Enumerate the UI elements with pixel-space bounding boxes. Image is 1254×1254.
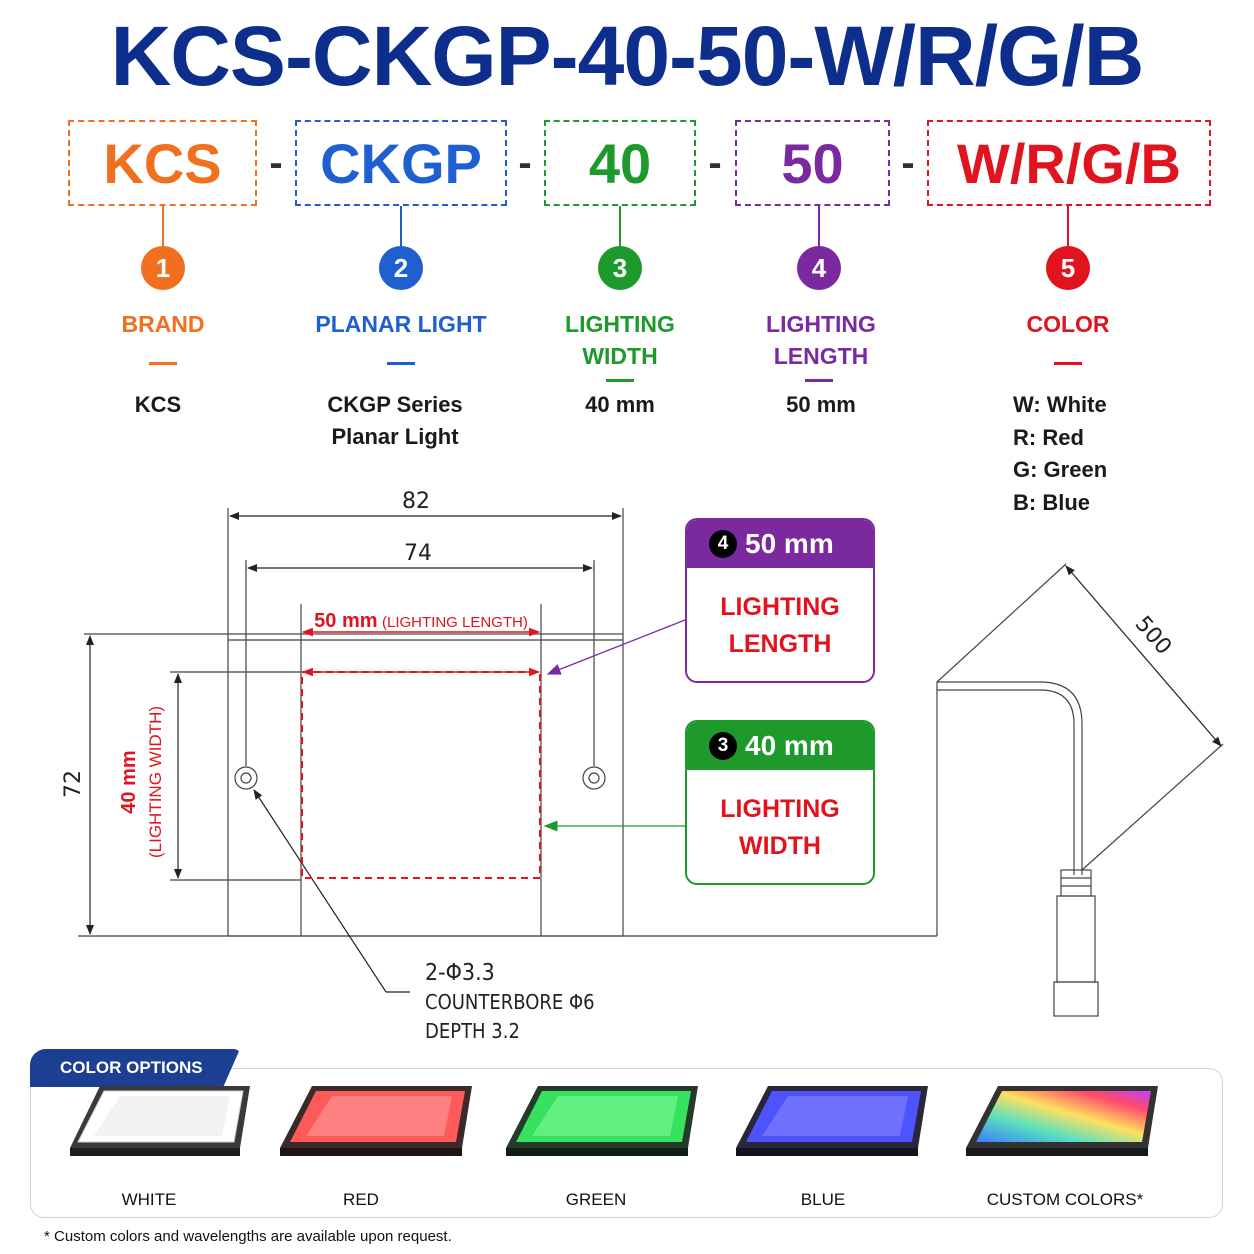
code-box-planar: CKGP [295, 120, 507, 206]
code-box-color: W/R/G/B [927, 120, 1211, 206]
color-options-panel [30, 1068, 1223, 1218]
code-length: 50 [781, 131, 844, 195]
segment-desc-brand: KCS [134, 392, 182, 417]
mounting-hole [234, 766, 258, 790]
swatch-label-custom: CUSTOM COLORS* [986, 1190, 1144, 1209]
divider [1054, 362, 1082, 365]
step-number-badge: 5 [1046, 246, 1090, 290]
code-color: W/R/G/B [957, 131, 1181, 195]
length-label: 50 mm (LIGHTING LENGTH) [314, 610, 528, 632]
connector-line [619, 206, 621, 250]
dim-overall-width: 82 [402, 489, 430, 514]
cable [936, 681, 1083, 936]
width-label: 40 mm (LIGHTING WIDTH) [118, 706, 165, 858]
swatch-green [506, 1086, 698, 1156]
connector-line [162, 206, 164, 250]
divider [149, 362, 177, 365]
segment-desc-width: 40 mm [585, 392, 655, 417]
swatch-blue [736, 1086, 928, 1156]
swatch-label-white: WHITE [121, 1190, 177, 1209]
swatch-label-blue: BLUE [800, 1190, 846, 1209]
step-number-badge: 2 [379, 246, 423, 290]
code-width: 40 [588, 131, 652, 195]
step-number-badge: 1 [141, 246, 185, 290]
swatch-white [70, 1086, 250, 1156]
code-planar: CKGP [320, 131, 482, 195]
swatch-custom [966, 1086, 1158, 1156]
code-separator: - [518, 140, 532, 185]
connector-line [818, 206, 820, 250]
swatch-red [280, 1086, 472, 1156]
dim-height: 72 [61, 770, 86, 798]
divider [805, 379, 833, 382]
swatch-label-red: RED [343, 1190, 379, 1209]
segment-title-color: COLOR [1026, 311, 1110, 337]
code-box-brand: KCS [68, 120, 257, 206]
footnote: * Custom colors and wavelengths are avai… [44, 1228, 452, 1245]
connector [1060, 869, 1092, 897]
segment-desc-length: 50 mm [786, 392, 856, 417]
segment-title-planar: PLANAR LIGHT [315, 311, 487, 337]
callout-value: 40 mm [745, 730, 834, 761]
segment-desc-color: W: White R: Red G: Green B: Blue [1013, 392, 1108, 515]
page-title: KCS-CKGP-40-50-W/R/G/B [110, 9, 1145, 103]
connector-line [400, 206, 402, 250]
code-separator: - [708, 140, 722, 185]
hole-spec-note: 2-Φ3.3 COUNTERBORE Φ6 DEPTH 3.2 [425, 960, 595, 1043]
step-number-badge: 4 [797, 246, 841, 290]
swatch-label-green: GREEN [565, 1190, 627, 1209]
lighting-area [301, 671, 541, 879]
mounting-hole [582, 766, 606, 790]
code-box-length: 50 [735, 120, 890, 206]
code-brand: KCS [103, 131, 222, 195]
color-options-heading: COLOR OPTIONS [30, 1049, 240, 1087]
code-separator: - [269, 140, 283, 185]
body-outline [227, 633, 624, 937]
divider [606, 379, 634, 382]
callout-number: 4 [709, 530, 737, 558]
step-number-badge: 3 [598, 246, 642, 290]
divider [387, 362, 415, 365]
segment-title-brand: BRAND [121, 311, 205, 337]
callout-number: 3 [709, 732, 737, 760]
code-box-width: 40 [544, 120, 696, 206]
code-separator: - [901, 140, 915, 185]
dim-cable: 500 [1130, 612, 1176, 660]
dim-mount-width: 74 [404, 541, 432, 566]
callout-value: 50 mm [745, 528, 834, 559]
svg-text:40 mm: 40 mm [118, 750, 140, 813]
svg-text:(LIGHTING WIDTH): (LIGHTING WIDTH) [146, 706, 165, 858]
connector-line [1067, 206, 1069, 250]
technical-drawing: 82 74 72 500 50 mm (LIGHTING LENGTH) 40 … [61, 489, 1224, 1017]
